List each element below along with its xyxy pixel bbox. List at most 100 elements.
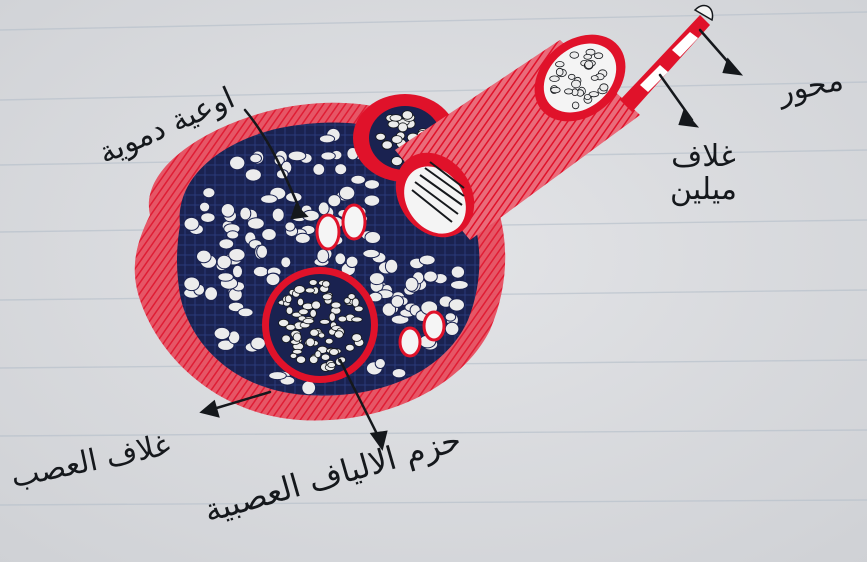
fiber-cross-section [551,87,560,93]
fiber-cross-section [317,249,329,263]
fiber-cross-section [392,136,402,144]
fiber-cross-section [585,61,593,69]
fiber-cross-section [285,222,295,231]
fiber-cross-section [375,359,385,369]
fiber-cross-section [344,298,350,304]
fiber-cross-section [320,320,330,325]
fiber-cross-section [419,255,435,265]
fiber-cross-section [219,239,234,249]
fiber-cross-section [313,164,325,176]
fiber-cross-section [318,202,329,215]
fiber-cross-section [390,115,402,122]
fiber-cross-section [325,338,333,344]
fiber-cross-section [310,329,319,336]
fiber-cross-section [201,213,215,223]
fiber-cross-section [203,188,215,198]
label-myelin-line2: ميلين [670,173,737,206]
fiber-cross-section [346,256,358,267]
fiber-cross-section [321,354,329,360]
fiber-cross-section [297,298,303,306]
fiber-cross-section [331,302,341,308]
fiber-cross-section [294,286,305,294]
fiber-cross-section [299,309,309,315]
fiber-cross-section [245,169,261,181]
fascicle-bundle [262,267,378,383]
fiber-cross-section [572,102,579,109]
fiber-cross-section [365,232,381,244]
fiber-cross-section [253,266,268,276]
fiber-cross-section [266,273,280,285]
fiber-cross-section [251,337,266,350]
fiber-cross-section [309,280,317,286]
fiber-cross-section [281,257,291,268]
fiber-cross-section [591,76,598,81]
fiber-cross-section [321,152,335,160]
fiber-cross-section [261,195,278,204]
fiber-cross-section [451,280,469,289]
fiber-cross-section [310,310,316,318]
fiber-cross-section [568,74,575,79]
fiber-cross-section [329,313,335,322]
fiber-cross-section [218,273,233,282]
fiber-cross-section [290,353,297,358]
fiber-cross-section [184,277,200,291]
fiber-cross-section [238,308,253,317]
fiber-cross-section [285,295,292,303]
fiber-cross-section [402,111,412,120]
fiber-cross-section [328,195,341,207]
fiber-cross-section [572,80,581,88]
fiber-cross-section [227,231,239,239]
fiber-cross-section [328,362,336,367]
fiber-cross-section [288,151,306,161]
fiber-cross-section [248,218,265,229]
fiber-cross-section [322,294,332,300]
fiber-cross-section [339,186,354,200]
fiber-cross-section [391,157,402,166]
fiber-cross-section [338,316,347,322]
fiber-cross-section [322,281,330,288]
fiber-cross-section [556,61,565,66]
fiber-cross-section [363,249,380,257]
fiber-cross-section [398,123,407,132]
fiber-cross-section [424,271,438,282]
fiber-cross-section [184,217,199,230]
fiber-cross-section [570,52,579,58]
fiber-cross-section [594,53,602,59]
fiber-cross-section [257,245,268,258]
fiber-cross-section [240,207,251,220]
fiber-cross-section [335,253,346,265]
fiber-cross-section [364,195,380,206]
fiber-cross-section [352,298,359,307]
fiber-cross-section [556,68,563,75]
fiber-cross-section [352,317,363,322]
fiber-cross-section [351,175,366,184]
fiber-cross-section [306,338,315,347]
fiber-cross-section [584,95,590,100]
fiber-cross-section [584,54,592,59]
fiber-cross-section [335,331,344,338]
fiber-cross-section [565,89,573,94]
fiber-cross-section [303,318,314,323]
label-myelin-line1: غلاف [670,140,737,173]
fiber-cross-section [293,333,301,341]
fiber-cross-section [214,327,230,339]
fiber-cross-section [369,273,384,285]
fiber-cross-section [330,349,339,356]
fiber-cross-section [346,344,355,351]
fiber-cross-section [233,265,243,278]
fiber-cross-section [600,84,608,91]
fiber-cross-section [391,296,403,308]
fiber-cross-section [295,233,310,243]
fiber-cross-section [451,266,464,278]
fiber-cross-section [335,164,347,175]
fiber-cross-section [262,229,277,241]
fiber-cross-section [388,121,399,128]
fiber-cross-section [302,381,316,395]
fiber-cross-section [230,156,245,170]
fiber-cross-section [449,299,464,311]
fiber-cross-section [405,277,418,291]
fiber-cross-section [229,249,245,262]
fiber-cross-section [272,208,284,222]
fiber-cross-section [305,288,314,293]
